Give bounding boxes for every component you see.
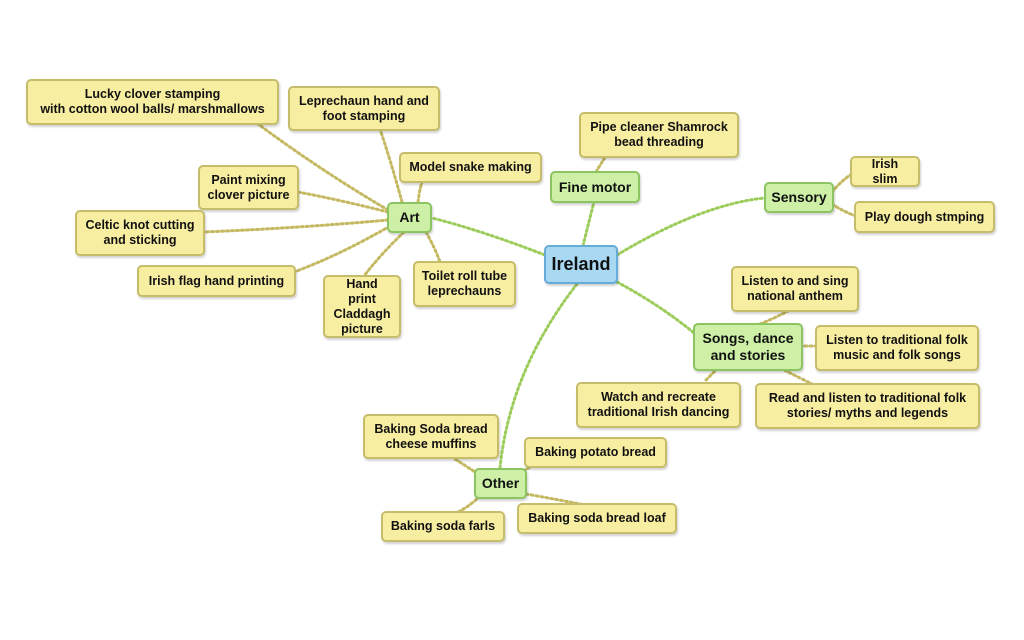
- connector-sensory-slim: [830, 172, 854, 194]
- branch-sensory[interactable]: Sensory: [764, 182, 834, 213]
- leaf-soda-farls-label: Baking soda farls: [390, 519, 496, 533]
- leaf-lucky-clover[interactable]: Lucky clover stamping with cotton wool b…: [26, 79, 279, 125]
- leaf-celtic-knot-label: Celtic knot cutting and sticking: [85, 218, 195, 247]
- branch-art[interactable]: Art: [387, 202, 432, 233]
- leaf-irish-slim-label: Irish slim: [871, 156, 899, 186]
- branch-art-label: Art: [399, 209, 420, 226]
- leaf-folk-music[interactable]: Listen to traditional folk music and fol…: [815, 325, 979, 371]
- branch-songs-dance-stories[interactable]: Songs, dance and stories: [693, 323, 803, 371]
- connector-root-other: [498, 282, 579, 470]
- leaf-soda-loaf-label: Baking soda bread loaf: [528, 511, 666, 525]
- leaf-lucky-clover-label: Lucky clover stamping with cotton wool b…: [40, 87, 265, 116]
- connector-root-art: [430, 216, 547, 257]
- connector-songs-anthem: [758, 308, 792, 326]
- leaf-toilet-roll[interactable]: Toilet roll tube leprechauns: [413, 261, 516, 307]
- leaf-leprechaun-label: Leprechaun hand and foot stamping: [299, 93, 429, 123]
- leaf-irish-slim[interactable]: Irish slim: [850, 156, 920, 187]
- root-node-ireland[interactable]: Ireland: [544, 245, 618, 284]
- connector-art-celtic: [202, 218, 390, 234]
- leaf-play-dough-label: Play dough stmping: [864, 209, 985, 224]
- leaf-folk-music-label: Listen to traditional folk music and fol…: [826, 333, 968, 362]
- leaf-folk-stories-label: Read and listen to traditional folk stor…: [768, 391, 967, 420]
- leaf-soda-loaf[interactable]: Baking soda bread loaf: [517, 503, 677, 534]
- leaf-toilet-roll-label: Toilet roll tube leprechauns: [421, 269, 508, 298]
- leaf-folk-stories[interactable]: Read and listen to traditional folk stor…: [755, 383, 980, 429]
- root-label: Ireland: [551, 253, 611, 274]
- connector-art-flag: [292, 224, 392, 274]
- leaf-soda-muffins-label: Baking Soda bread cheese muffins: [374, 421, 488, 451]
- leaf-claddagh-label: Hand print Claddagh picture: [333, 276, 391, 336]
- connector-root-songs: [615, 280, 696, 335]
- leaf-celtic-knot[interactable]: Celtic knot cutting and sticking: [75, 210, 205, 256]
- branch-other-label: Other: [481, 475, 520, 492]
- connector-root-fine-motor: [581, 200, 596, 248]
- leaf-anthem-label: Listen to and sing national anthem: [741, 274, 849, 303]
- connector-art-paint: [296, 190, 390, 214]
- branch-fine-motor-label: Fine motor: [558, 178, 632, 195]
- branch-other[interactable]: Other: [474, 468, 527, 499]
- leaf-potato-bread[interactable]: Baking potato bread: [524, 437, 667, 468]
- leaf-paint-mixing[interactable]: Paint mixing clover picture: [198, 165, 299, 210]
- leaf-pipe-cleaner[interactable]: Pipe cleaner Shamrock bead threading: [579, 112, 739, 158]
- leaf-soda-muffins[interactable]: Baking Soda bread cheese muffins: [363, 414, 499, 459]
- leaf-soda-farls[interactable]: Baking soda farls: [381, 511, 505, 542]
- connector-fine-motor-pipe: [594, 154, 608, 174]
- leaf-claddagh[interactable]: Hand print Claddagh picture: [323, 275, 401, 338]
- connector-art-leprechaun: [378, 127, 404, 204]
- leaf-play-dough[interactable]: Play dough stmping: [854, 201, 995, 233]
- leaf-irish-flag-label: Irish flag hand printing: [148, 273, 285, 288]
- leaf-model-snake[interactable]: Model snake making: [399, 152, 542, 183]
- leaf-leprechaun-stamping[interactable]: Leprechaun hand and foot stamping: [288, 86, 440, 131]
- leaf-dancing-label: Watch and recreate traditional Irish dan…: [587, 390, 730, 419]
- leaf-irish-flag[interactable]: Irish flag hand printing: [137, 265, 296, 297]
- leaf-national-anthem[interactable]: Listen to and sing national anthem: [731, 266, 859, 312]
- connector-art-toilet: [424, 230, 442, 264]
- branch-sensory-label: Sensory: [771, 189, 827, 206]
- leaf-irish-dancing[interactable]: Watch and recreate traditional Irish dan…: [576, 382, 741, 428]
- leaf-model-snake-label: Model snake making: [409, 160, 532, 174]
- leaf-potato-bread-label: Baking potato bread: [535, 445, 656, 459]
- leaf-paint-mixing-label: Paint mixing clover picture: [207, 172, 290, 202]
- branch-songs-label: Songs, dance and stories: [702, 330, 794, 363]
- connector-root-sensory: [615, 196, 766, 257]
- branch-fine-motor[interactable]: Fine motor: [550, 171, 640, 203]
- leaf-pipe-cleaner-label: Pipe cleaner Shamrock bead threading: [590, 120, 728, 149]
- connector-art-claddagh: [362, 230, 406, 278]
- connector-art-lucky-clover: [256, 122, 390, 212]
- connector-sensory-dough: [830, 202, 858, 218]
